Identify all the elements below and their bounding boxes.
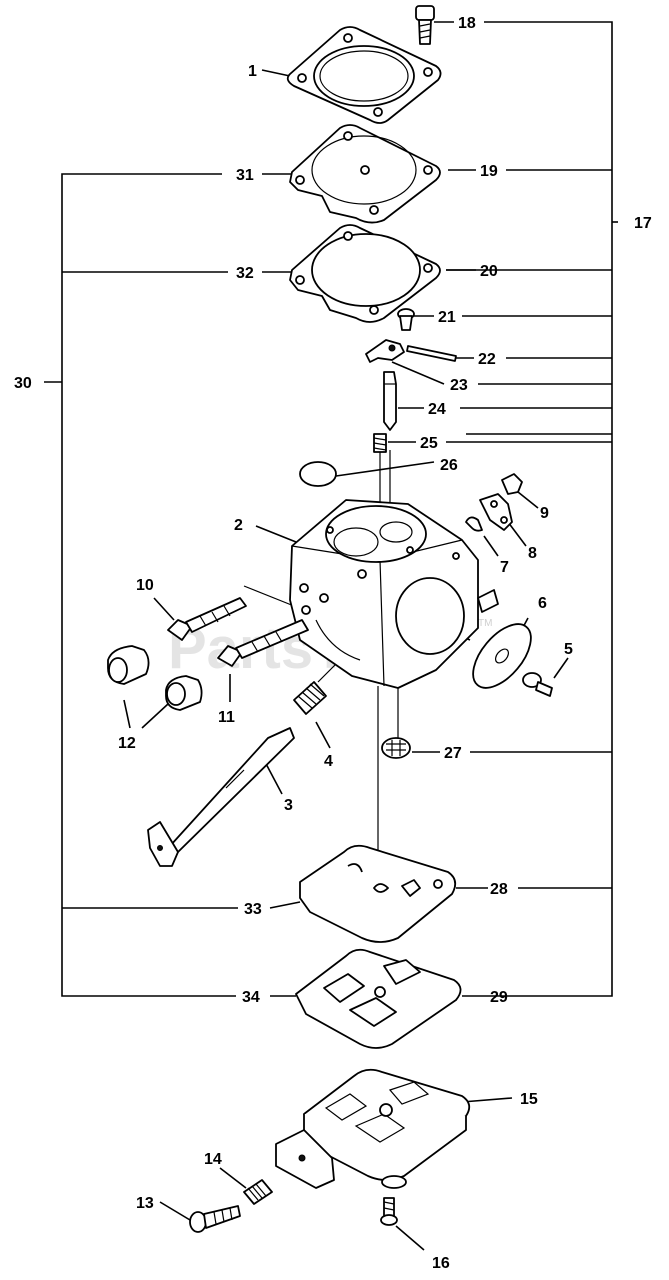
callout-12: 12 bbox=[118, 735, 136, 752]
part-23-inlet-lever bbox=[365, 339, 405, 363]
bracket-30 bbox=[44, 173, 238, 997]
callout-34: 34 bbox=[242, 989, 260, 1006]
callout-16: 16 bbox=[432, 1255, 450, 1272]
callout-32: 32 bbox=[236, 265, 254, 282]
callout-33: 33 bbox=[244, 901, 262, 918]
leader-lines bbox=[123, 21, 569, 1251]
part-29-gasket bbox=[295, 948, 462, 1049]
part-14-spring bbox=[243, 1179, 273, 1205]
callout-17: 17 bbox=[634, 215, 652, 232]
part-2-carburetor-body bbox=[289, 499, 499, 689]
part-11-adjusting-screw bbox=[217, 619, 309, 667]
part-12-limiter-caps bbox=[107, 645, 203, 711]
callout-20: 20 bbox=[480, 263, 498, 280]
part-8-bracket bbox=[479, 493, 513, 531]
callout-25: 25 bbox=[420, 435, 438, 452]
callout-31: 31 bbox=[236, 167, 254, 184]
part-18-screw bbox=[415, 5, 435, 45]
part-10-adjusting-screw bbox=[167, 597, 247, 641]
part-15-metering-cover bbox=[275, 1068, 471, 1189]
callout-18: 18 bbox=[458, 15, 476, 32]
part-20-gasket bbox=[289, 224, 441, 323]
part-21-screw bbox=[397, 308, 415, 331]
callout-21: 21 bbox=[438, 309, 456, 326]
callout-19: 19 bbox=[480, 163, 498, 180]
callout-24: 24 bbox=[428, 401, 446, 418]
part-7-clip bbox=[465, 516, 483, 532]
callout-27: 27 bbox=[444, 745, 462, 762]
part-24-inlet-needle bbox=[383, 371, 397, 431]
part-4-spring bbox=[293, 681, 327, 715]
part-27-screen bbox=[381, 737, 411, 759]
part-3-throttle-shaft bbox=[147, 727, 295, 867]
part-26-welch-plug bbox=[299, 461, 337, 487]
callout-8: 8 bbox=[528, 545, 537, 562]
part-25-spring bbox=[373, 433, 387, 453]
part-16-screw bbox=[380, 1197, 398, 1226]
callout-30: 30 bbox=[14, 375, 32, 392]
callout-4: 4 bbox=[324, 753, 333, 770]
callout-1: 1 bbox=[248, 63, 257, 80]
callout-29: 29 bbox=[490, 989, 508, 1006]
part-13-screw bbox=[189, 1205, 241, 1233]
callout-labels: 18 1 31 19 17 32 20 21 22 30 23 24 25 26… bbox=[14, 15, 652, 1272]
callout-6: 6 bbox=[538, 595, 547, 612]
part-5-screw bbox=[522, 672, 553, 697]
callout-15: 15 bbox=[520, 1091, 538, 1108]
part-19-pump-diaphragm bbox=[289, 124, 441, 224]
part-1-pump-cover bbox=[286, 26, 442, 124]
callout-22: 22 bbox=[478, 351, 496, 368]
bracket-17 bbox=[446, 21, 618, 997]
callout-7: 7 bbox=[500, 559, 509, 576]
callout-3: 3 bbox=[284, 797, 293, 814]
callout-13: 13 bbox=[136, 1195, 154, 1212]
part-22-pin bbox=[406, 345, 457, 362]
part-6-throttle-valve bbox=[472, 623, 532, 689]
callout-9: 9 bbox=[540, 505, 549, 522]
callout-11: 11 bbox=[218, 709, 235, 726]
callout-5: 5 bbox=[564, 641, 573, 658]
callout-28: 28 bbox=[490, 881, 508, 898]
callout-14: 14 bbox=[204, 1151, 222, 1168]
watermark-trademark: TM bbox=[478, 618, 492, 629]
part-9-screw bbox=[501, 473, 523, 495]
callout-26: 26 bbox=[440, 457, 458, 474]
callout-2: 2 bbox=[234, 517, 243, 534]
part-28-metering-diaphragm bbox=[299, 844, 457, 943]
callout-10: 10 bbox=[136, 577, 154, 594]
callout-23: 23 bbox=[450, 377, 468, 394]
